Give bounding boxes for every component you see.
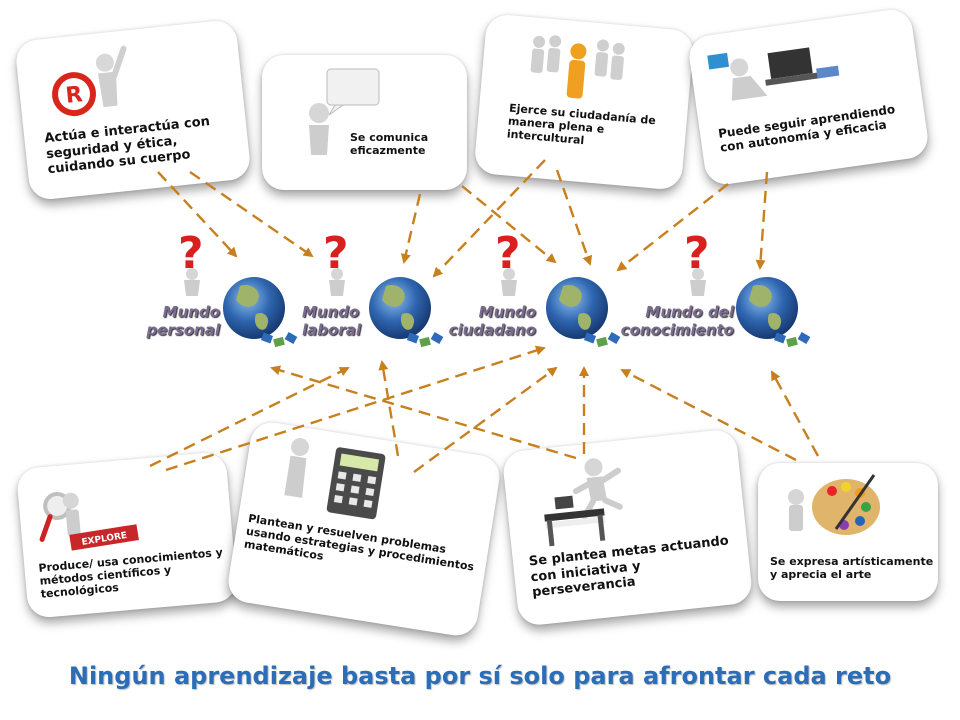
arrow — [555, 169, 593, 266]
arrow — [400, 193, 422, 264]
world-laboral-label: Mundo laboral — [302, 303, 361, 339]
arrow — [461, 185, 557, 264]
card-arte-label: Se expresa artísticamente y aprecia el a… — [770, 555, 934, 582]
world-conocimiento-label: Mundo del conocimiento — [620, 303, 734, 339]
magnifier-figure-icon: EXPLORE — [39, 491, 139, 551]
question-figure-icon: ? — [323, 228, 349, 296]
svg-text:R: R — [64, 82, 84, 109]
world-personal-label: Mundo personal — [146, 303, 220, 339]
question-figure-icon: ? — [684, 228, 710, 296]
card-comunica-label: Se comunica eficazmente — [350, 131, 429, 158]
arrow — [432, 159, 546, 278]
card-produce: EXPLORE Produce/ usa conocimientos y mét… — [15, 451, 239, 619]
arrow — [270, 365, 577, 460]
laptop-figure-icon — [707, 47, 840, 101]
arrow — [616, 183, 729, 272]
arrow — [157, 171, 238, 258]
globe-icon — [369, 277, 444, 348]
speech-figure-icon — [309, 68, 380, 155]
page-title: Ningún aprendizaje basta por sí solo par… — [68, 662, 892, 690]
card-aprendiendo: Puede seguir aprendiendo con autonomía y… — [686, 7, 931, 187]
arrow — [189, 171, 314, 258]
palette-figure-icon — [788, 474, 880, 535]
question-figure-icon: ? — [495, 228, 521, 296]
arrow — [770, 370, 820, 457]
world-ciudadano-label: Mundo ciudadano — [448, 303, 536, 339]
globe-icon — [736, 277, 811, 348]
card-metas: Se plantea metas actuando con iniciativa… — [501, 428, 754, 627]
arrow — [755, 171, 769, 270]
arrow — [165, 345, 546, 472]
arrow — [378, 360, 400, 457]
card-ciudadania: Ejerce su ciudadanía de manera plena e i… — [473, 13, 695, 191]
hurdle-figure-icon — [544, 458, 623, 547]
globe-icon — [546, 277, 621, 348]
card-seguridad: R Actúa e interactúa con seguridad y éti… — [14, 18, 252, 202]
arrow — [620, 368, 797, 462]
question-figure-icon: ? — [178, 228, 204, 296]
card-comunica: Se comunica eficazmente — [262, 55, 467, 190]
card-arte: Se expresa artísticamente y aprecia el a… — [758, 463, 938, 601]
calculator-figure-icon — [284, 437, 386, 520]
globe-icon — [223, 277, 298, 348]
arrow — [413, 366, 558, 473]
group-leader-icon — [530, 35, 625, 99]
figure-registered-icon: R — [52, 45, 127, 117]
card-plantean: Plantean y resuelven problemas usando es… — [225, 419, 503, 639]
